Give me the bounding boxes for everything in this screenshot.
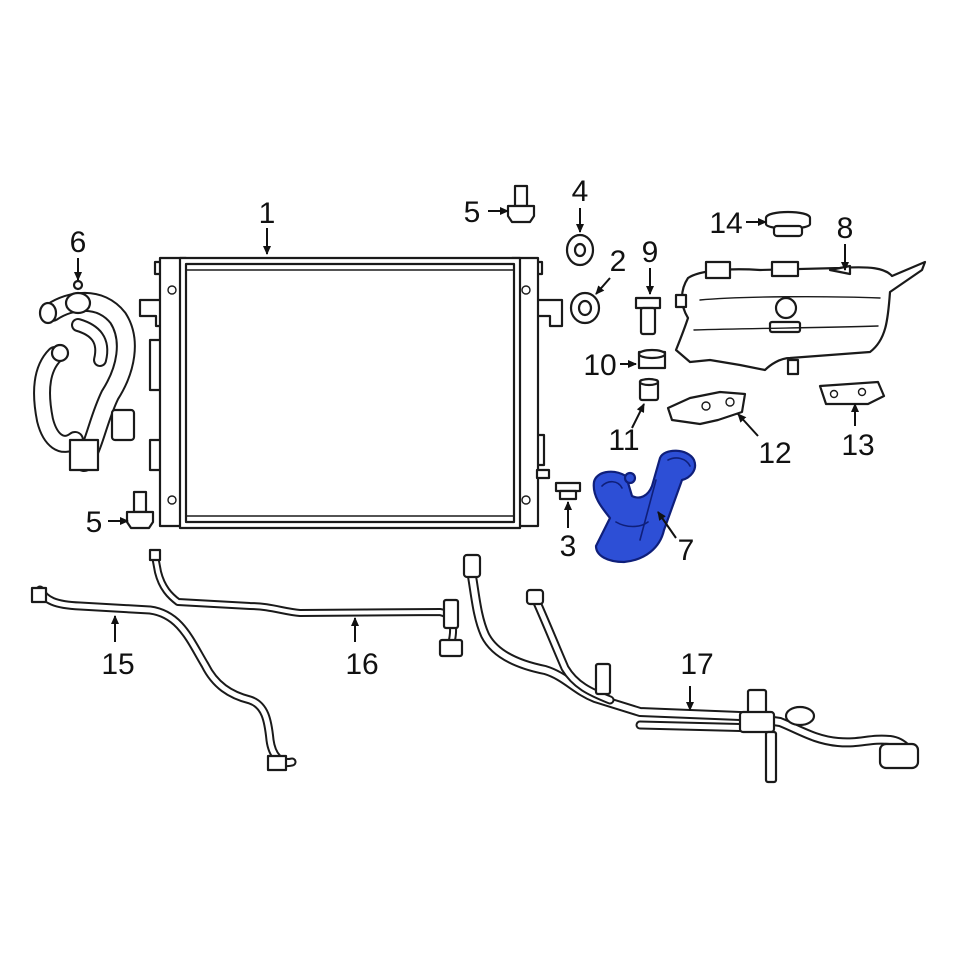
callout-6: 6	[70, 226, 87, 259]
callout-4: 4	[572, 175, 589, 208]
callout-5-bottom: 5	[86, 506, 103, 539]
callout-14: 14	[709, 207, 742, 240]
nut-10[interactable]	[637, 348, 667, 370]
bracket-12[interactable]	[666, 390, 747, 426]
line-15[interactable]	[30, 585, 297, 772]
coolant-reservoir[interactable]	[674, 260, 927, 376]
reservoir-cap[interactable]	[764, 210, 812, 238]
bolt-9[interactable]	[634, 296, 662, 336]
insulator-2[interactable]	[569, 291, 601, 325]
line-16[interactable]	[148, 548, 464, 658]
callout-8: 8	[837, 212, 854, 245]
bolt-top[interactable]	[506, 184, 536, 224]
callout-17: 17	[680, 648, 713, 681]
clip-3[interactable]	[554, 481, 582, 501]
callout-3: 3	[560, 530, 577, 563]
callout-9: 9	[642, 236, 659, 269]
callout-13: 13	[841, 429, 874, 462]
callout-15: 15	[101, 648, 134, 681]
callout-16: 16	[345, 648, 378, 681]
leader-lines	[74, 207, 859, 711]
callout-12: 12	[758, 437, 791, 470]
bracket-13[interactable]	[818, 380, 886, 406]
upper-hose-assembly[interactable]	[33, 279, 136, 472]
callout-7: 7	[678, 534, 695, 567]
insulator-4[interactable]	[565, 233, 595, 267]
bolt-bottom[interactable]	[125, 490, 155, 530]
radiator[interactable]	[138, 256, 564, 530]
callout-10: 10	[583, 349, 616, 382]
callout-11: 11	[608, 424, 639, 457]
callout-5-top: 5	[464, 196, 481, 229]
callout-2: 2	[610, 245, 627, 278]
callout-labels: 1 2 3 4 5 5 6 7 8 9 10 11 12 13 14 15 16…	[70, 175, 875, 681]
bushing-11[interactable]	[638, 377, 660, 402]
callout-1: 1	[259, 197, 276, 230]
highlighted-hose-7[interactable]	[592, 449, 697, 564]
line-17[interactable]	[462, 553, 920, 784]
